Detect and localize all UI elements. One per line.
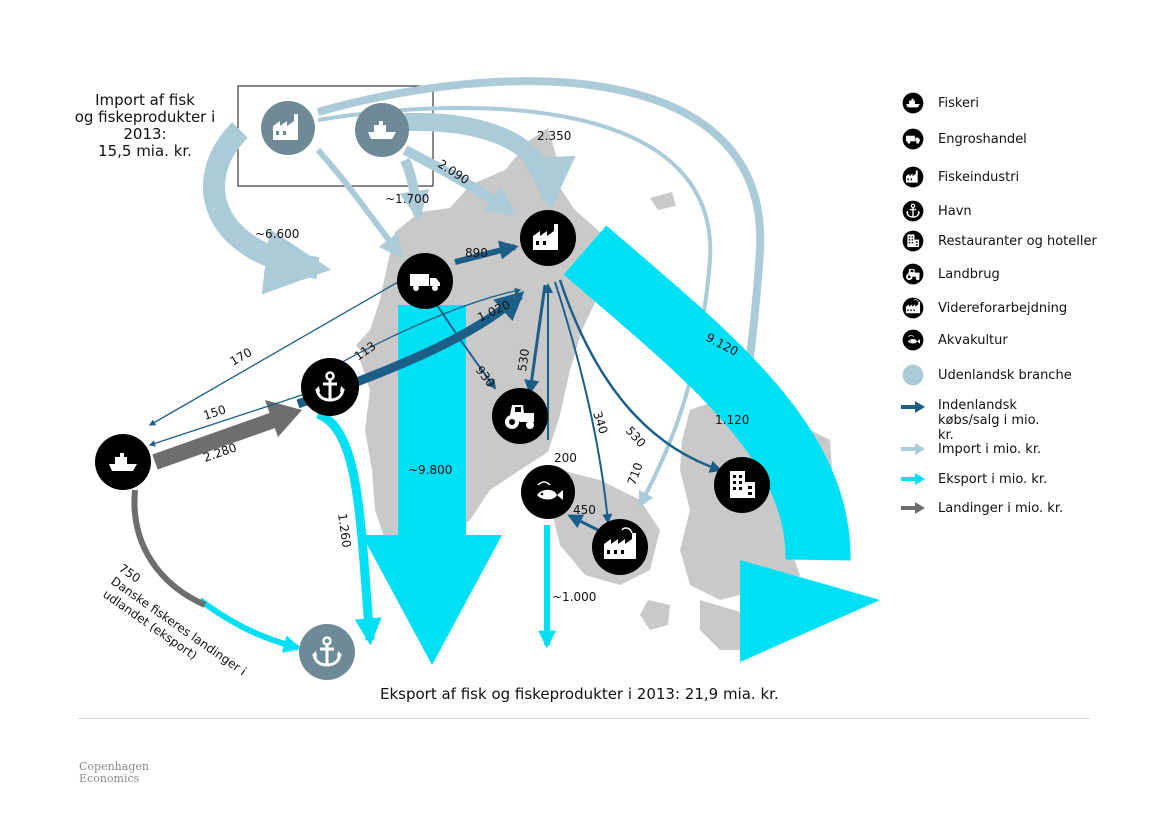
tractor-icon [902, 263, 924, 285]
landings-arrow-icon [901, 502, 925, 514]
legend-label: Landinger i mio. kr. [938, 500, 1064, 516]
legend-item-engroshandel: Engroshandel [900, 126, 1027, 152]
legend-label: Restauranter og hoteller [938, 233, 1097, 249]
label-340: 340 [590, 410, 610, 436]
factory-icon [902, 166, 924, 188]
label-530-rest: 530 [623, 424, 649, 450]
label-450: 450 [573, 503, 596, 517]
fishing-node [95, 434, 151, 490]
legend-label: Import i mio. kr. [938, 441, 1042, 457]
brand-line: Economics [79, 772, 140, 785]
wholesale-node [397, 253, 453, 309]
harbour-node [301, 358, 359, 416]
label-2090: 2.090 [435, 157, 471, 187]
legend-label: Akvakultur [938, 332, 1008, 348]
label-170: 170 [228, 345, 255, 369]
legend-item-eksport: Eksport i mio. kr. [900, 466, 1047, 492]
brand-line: Copenhagen [79, 760, 149, 773]
foreign-circle-icon [902, 364, 924, 386]
foreign-factory-node [261, 101, 315, 155]
legend-item-fiskeindustri: Fiskeindustri [900, 164, 1019, 190]
legend-item-landinger: Landinger i mio. kr. [900, 495, 1063, 521]
processing-node [592, 519, 648, 575]
legend-item-videreforarbejdning: Videreforarbejdning [900, 295, 1067, 321]
legend-label: Indenlandsk købs/salg i mio. kr. [938, 398, 1040, 443]
legend-item-fiskeri: Fiskeri [900, 90, 979, 116]
foreign-ship-node [355, 103, 409, 157]
export-flows [198, 225, 880, 665]
label-1000: ~1.000 [552, 590, 596, 604]
label-200: 200 [554, 451, 577, 465]
import-title-line: 2013: [123, 125, 167, 143]
label-1120: 1.120 [715, 413, 749, 427]
foreign-harbour-node [299, 624, 355, 680]
import-title-line: 15,5 mia. kr. [98, 142, 192, 160]
building-icon [902, 230, 924, 252]
label-6600: ~6.600 [255, 227, 299, 241]
processing-icon [902, 297, 924, 319]
landing-flows [131, 400, 302, 608]
import-arrow-icon [901, 443, 925, 455]
label-890: 890 [465, 246, 488, 260]
label-1700: ~1.700 [385, 192, 429, 206]
import-title-line: og fiskeprodukter i [74, 108, 216, 126]
label-1260: 1.260 [335, 512, 354, 548]
label-530-farm: 530 [515, 348, 532, 373]
export-arrow-icon [901, 473, 925, 485]
legend-label: Fiskeri [938, 95, 979, 111]
ship-icon [902, 92, 924, 114]
truck-icon [902, 128, 924, 150]
legend-label: Udenlandsk branche [938, 367, 1072, 383]
label-9800: ~9.800 [408, 463, 452, 477]
label-2350: 2.350 [537, 129, 571, 143]
legend-label: Fiskeindustri [938, 169, 1020, 185]
legend-item-restauranter: Restauranter og hoteller [900, 228, 1097, 254]
legend-item-havn: Havn [900, 198, 972, 224]
legend-item-udenlandsk: Udenlandsk branche [900, 362, 1072, 388]
legend-item-akvakultur: Akvakultur [900, 327, 1008, 353]
restaurant-node [714, 457, 770, 513]
legend-item-import: Import i mio. kr. [900, 436, 1041, 462]
fish-icon [902, 329, 924, 351]
legend-label: Engroshandel [938, 131, 1027, 147]
domestic-arrow-icon [901, 401, 925, 413]
legend-label: Videreforarbejdning [938, 300, 1068, 316]
farming-node [492, 388, 548, 444]
label-710: 710 [625, 461, 646, 487]
aquaculture-node [521, 465, 575, 519]
import-title-line: Import af fisk [95, 91, 195, 109]
legend-label: Havn [938, 203, 972, 219]
import-title: Import af fisk og fiskeprodukter i 2013:… [70, 92, 220, 160]
export-title: Eksport af fisk og fiskeprodukter i 2013… [380, 685, 779, 703]
footer-divider [78, 718, 1090, 719]
label-150: 150 [202, 402, 228, 422]
legend-item-indenlandsk: Indenlandsk købs/salg i mio. kr. [900, 394, 1058, 443]
industry-node [520, 210, 576, 266]
legend-label: Landbrug [938, 266, 1000, 282]
anchor-icon [902, 200, 924, 222]
legend-item-landbrug: Landbrug [900, 261, 1000, 287]
legend-label: Eksport i mio. kr. [938, 471, 1048, 487]
brand-logo: Copenhagen Economics [79, 761, 149, 785]
